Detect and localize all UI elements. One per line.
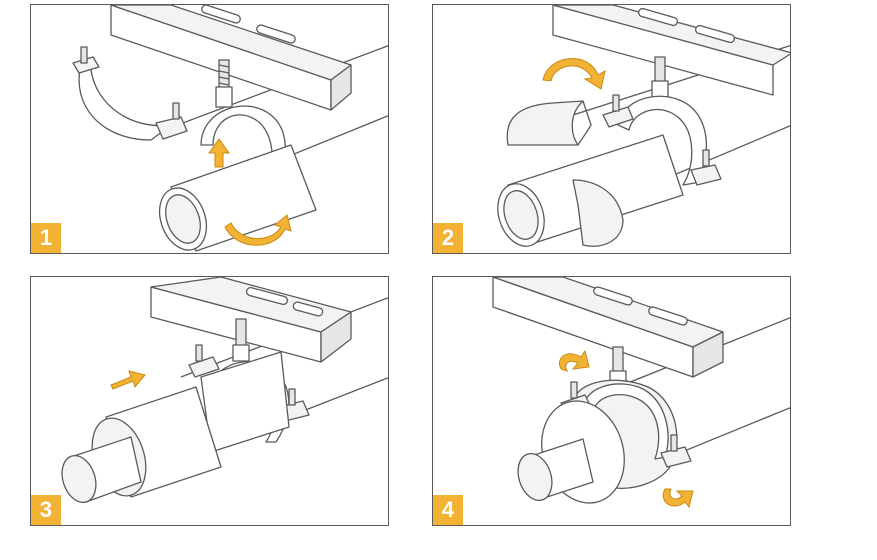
insulation-shell-icon: [506, 100, 592, 146]
threaded-rod-icon: [232, 318, 250, 362]
step-number-badge: 3: [31, 495, 61, 525]
mounting-rail: [492, 277, 724, 378]
pipe-icon: [517, 438, 594, 502]
step-panel-1: 1: [30, 4, 389, 254]
step-number-badge: 2: [433, 223, 463, 253]
step-panel-4: 4: [432, 276, 791, 526]
up-arrow-icon: [208, 138, 230, 168]
step-number-badge: 4: [433, 495, 463, 525]
mounting-rail: [150, 277, 352, 363]
insulation-slide-illustration: [61, 277, 388, 504]
step-panel-2: 2: [432, 4, 791, 254]
pipe-icon: [158, 144, 317, 252]
pipe-icon: [61, 436, 142, 504]
step-panel-3: 3: [30, 276, 389, 526]
clamp-open-illustration: [72, 5, 388, 252]
rotate-arrow-icon: [662, 488, 694, 509]
threaded-rod-icon: [215, 59, 233, 108]
rotate-arrow-icon: [542, 58, 606, 90]
rotate-arrow-icon: [224, 214, 292, 246]
clamp-bracket-icon: [617, 95, 708, 186]
insulation-shell-illustration: [497, 5, 790, 247]
mounting-rail: [552, 5, 790, 96]
mounting-rail: [110, 5, 352, 111]
clamp-tighten-illustration: [492, 277, 790, 509]
step-number-badge: 1: [31, 223, 61, 253]
threaded-rod-icon: [651, 56, 669, 100]
rotate-arrow-icon: [559, 349, 590, 372]
right-arrow-icon: [110, 370, 146, 390]
